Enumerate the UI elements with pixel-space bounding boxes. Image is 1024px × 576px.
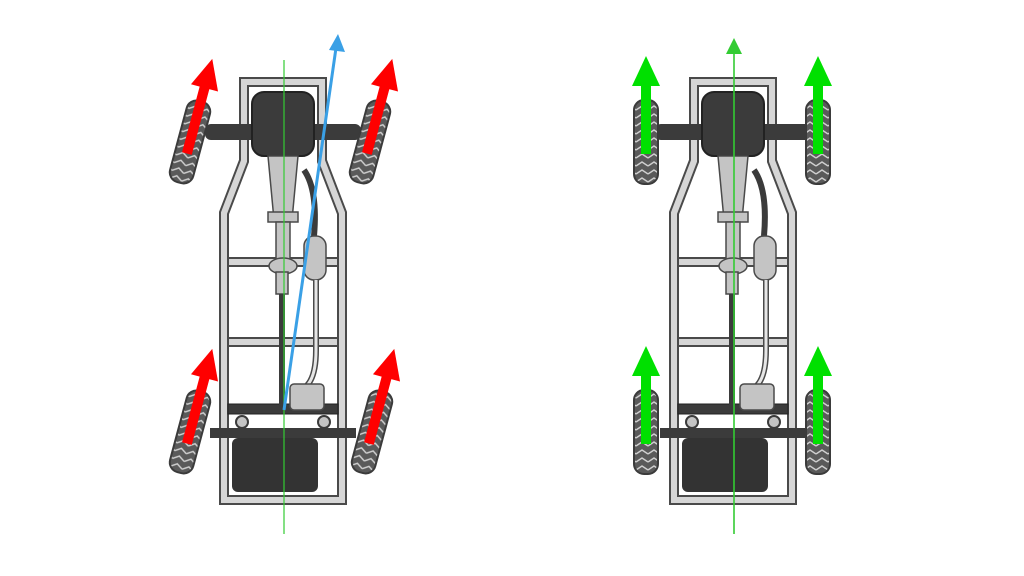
engine-block (701, 91, 765, 157)
rear-differential (739, 383, 775, 411)
fuel-tank (232, 438, 318, 492)
direction-arrow (632, 346, 660, 444)
left-chassis-panel (168, 34, 401, 534)
right-chassis-panel (632, 38, 832, 534)
right-wheel-arrows (632, 56, 832, 444)
thrust-line-arrow (282, 34, 345, 411)
rear-axle (660, 428, 806, 438)
direction-arrow (804, 56, 832, 154)
drive-shaft (729, 294, 735, 410)
left-wheel-arrows (182, 58, 401, 445)
fuel-tank (682, 438, 768, 492)
direction-arrow (632, 56, 660, 154)
direction-arrow (182, 348, 219, 445)
fuel-filter (753, 235, 777, 281)
rear-axle (210, 428, 356, 438)
direction-arrow (804, 346, 832, 444)
rear-differential (289, 383, 325, 411)
engine-block (251, 91, 315, 157)
transmission (267, 155, 299, 221)
direction-arrow (182, 58, 219, 155)
drive-shaft (279, 294, 285, 410)
direction-arrow (364, 348, 401, 445)
direction-arrow (362, 58, 399, 155)
chassis-centerline-arrow (726, 38, 742, 534)
transmission (717, 155, 749, 221)
